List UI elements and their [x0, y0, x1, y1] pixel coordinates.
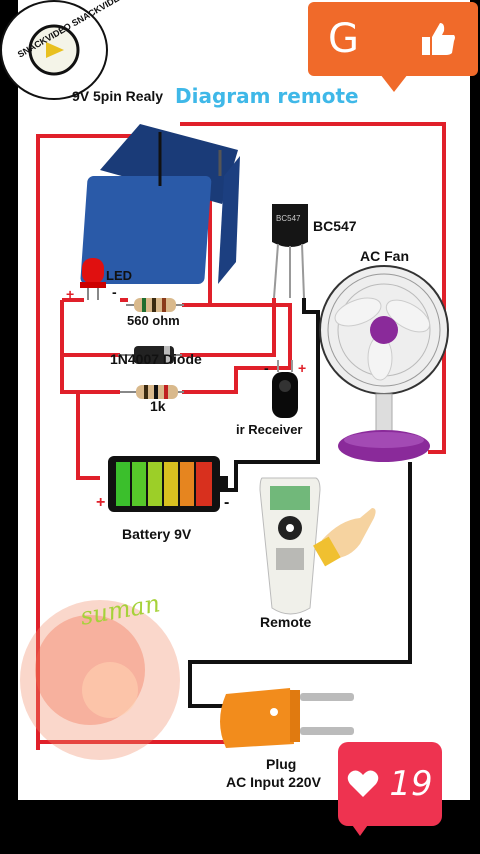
resistor-1k: [120, 385, 184, 399]
like-badge[interactable]: 19: [338, 742, 442, 826]
led-plus-sign: +: [66, 286, 75, 302]
like-badge-tail: [350, 822, 370, 836]
g-badge[interactable]: G: [308, 2, 478, 76]
ir-minus-sign: -: [264, 360, 269, 376]
battery-plus-sign: +: [96, 494, 106, 511]
resistor-560-label: 560 ohm: [127, 313, 180, 328]
diode-label: 1N4007 Diode: [110, 351, 202, 367]
sparkle-overlay: [20, 600, 180, 760]
wire-diode-right: [180, 298, 276, 357]
ir-receiver: [272, 360, 298, 418]
hand-pointer: [313, 508, 376, 567]
thumbs-up-icon: [422, 23, 455, 55]
remote-label: Remote: [260, 614, 312, 630]
resistor-560: [126, 298, 184, 312]
wire-top-right: [180, 122, 446, 454]
ir-plus-sign: +: [298, 360, 307, 376]
snackvideo-logo: [0, 0, 108, 100]
wire-resistor-1k-left: [60, 300, 120, 394]
transistor-marking: BC547: [276, 214, 301, 223]
diagram-panel: [18, 0, 470, 800]
battery-minus-sign: -: [224, 494, 230, 511]
resistor-1k-label: 1k: [150, 398, 166, 414]
led-minus-sign: -: [112, 284, 117, 300]
diagram-title: Diagram remote: [175, 84, 359, 108]
wire-1k-right: [182, 366, 290, 394]
relay: [80, 124, 240, 284]
g-badge-tail: [380, 74, 408, 92]
wire-battery-plus: [62, 390, 100, 480]
transistor-label: BC547: [313, 218, 357, 234]
wire-emitter-battery: [226, 298, 320, 492]
ac-fan-label: AC Fan: [360, 248, 409, 264]
wire-left-main: [36, 134, 148, 750]
led-label: LED: [106, 268, 132, 283]
transistor: [272, 204, 308, 299]
ac-fan: [319, 265, 449, 462]
g-letter: G: [328, 16, 359, 62]
like-count: 19: [389, 764, 433, 804]
led: [80, 258, 106, 300]
plug-label: Plug: [266, 756, 297, 772]
heart-icon: [348, 770, 379, 797]
plug-input-label: AC Input 220V: [226, 774, 321, 790]
wire-560-right: [182, 303, 292, 370]
battery-pack: [108, 456, 228, 512]
ir-receiver-label: ir Receiver: [236, 422, 303, 437]
relay-title: 9V 5pin Realy: [72, 88, 164, 104]
wire-fan-plug-neutral: [188, 462, 412, 708]
diode: [118, 346, 182, 364]
battery-label: Battery 9V: [122, 526, 192, 542]
black-wires: [188, 298, 412, 708]
remote-control: [259, 477, 321, 615]
snackvideo-emblem-icon: [28, 24, 80, 76]
plug: [220, 688, 354, 748]
